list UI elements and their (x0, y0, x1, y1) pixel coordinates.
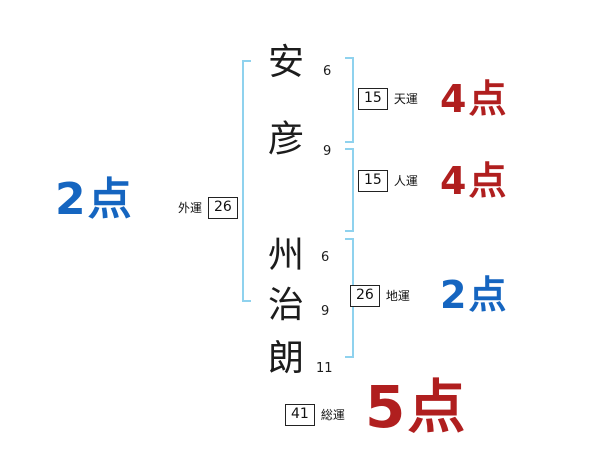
name-char: 州 (268, 235, 305, 276)
souun-group: 41 総運 (285, 404, 345, 426)
gaiun-group: 外運 26 (178, 197, 238, 219)
jinun-label: 人運 (393, 174, 418, 189)
stroke-count: 6 (323, 64, 332, 79)
name-char: 朗 (268, 338, 305, 379)
chiun-score: 2点 (440, 273, 509, 317)
stroke-count: 9 (321, 304, 330, 319)
stroke-count: 11 (316, 361, 333, 376)
tenun-value-box: 15 (358, 88, 388, 110)
name-char: 治 (268, 285, 305, 326)
chiun-group: 26 地運 (350, 285, 410, 307)
gaiun-value-box: 26 (208, 197, 238, 219)
chiun-label: 地運 (385, 289, 410, 304)
jinun-score: 4点 (440, 159, 509, 203)
souun-value-box: 41 (285, 404, 315, 426)
gaiun-label: 外運 (178, 201, 203, 216)
stroke-count: 6 (321, 250, 330, 265)
tenun-group: 15 天運 (358, 88, 418, 110)
jinun-bracket (345, 148, 354, 232)
souun-score: 5点 (365, 373, 468, 441)
jinun-group: 15 人運 (358, 170, 418, 192)
name-char: 安 (268, 42, 305, 83)
gaiun-score: 2点 (55, 174, 134, 225)
chiun-value-box: 26 (350, 285, 380, 307)
souun-label: 総運 (320, 408, 345, 423)
stroke-count: 9 (323, 144, 332, 159)
gaiun-bracket (242, 60, 251, 302)
tenun-bracket (345, 57, 354, 143)
name-char: 彦 (268, 119, 305, 160)
tenun-score: 4点 (440, 77, 509, 121)
jinun-value-box: 15 (358, 170, 388, 192)
tenun-label: 天運 (393, 92, 418, 107)
